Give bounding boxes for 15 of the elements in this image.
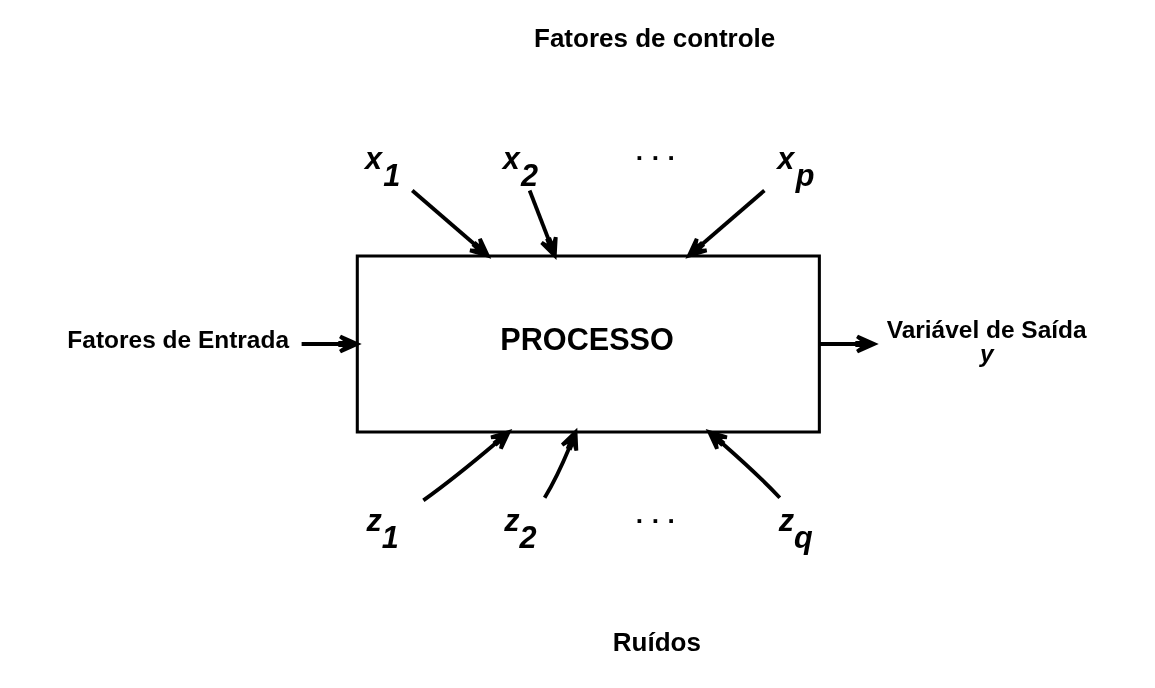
label: · · · (635, 143, 676, 174)
arrow (421, 430, 511, 502)
node-text: Variável de Saída y (886, 315, 1087, 368)
arrow (706, 430, 781, 500)
arrow (686, 189, 766, 258)
label: Ruídos (612, 626, 701, 657)
arrow (301, 334, 359, 354)
label: Fatores de controle (533, 22, 775, 53)
label: · · · (635, 506, 676, 537)
arrow (542, 430, 578, 499)
node-box: PROCESSO (355, 254, 821, 434)
arrow (410, 189, 490, 258)
arrow (819, 334, 876, 354)
node-text: Fatores de Entrada (66, 326, 289, 354)
arrow (527, 189, 558, 258)
